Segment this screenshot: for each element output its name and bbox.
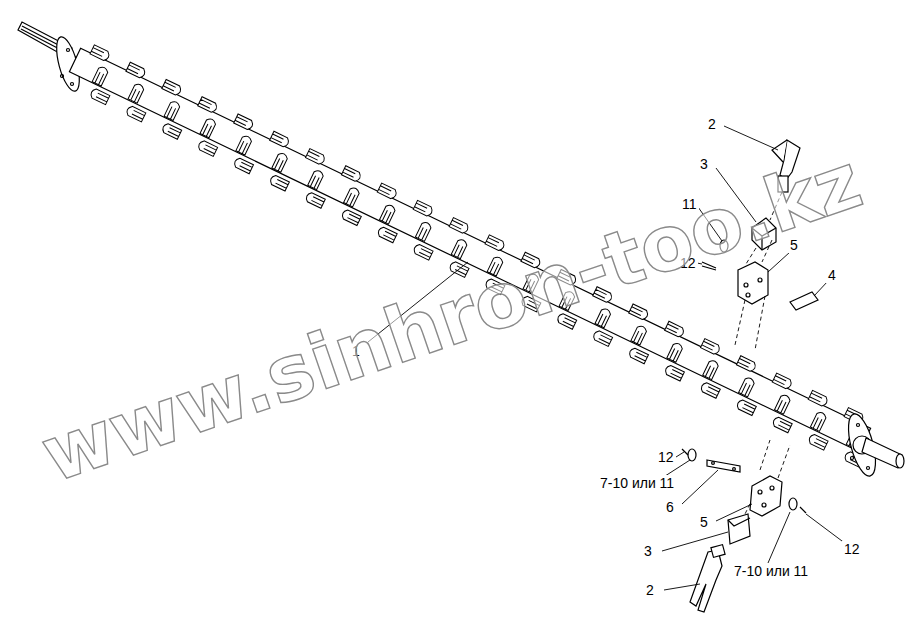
shaft-tooth bbox=[341, 209, 362, 226]
shaft-tooth bbox=[701, 339, 722, 356]
shaft-tooth bbox=[128, 83, 145, 104]
shaft-tooth bbox=[236, 134, 253, 155]
shaft-tooth bbox=[272, 152, 289, 173]
callout-number: 4 bbox=[826, 267, 838, 283]
shaft-tooth bbox=[772, 373, 793, 390]
shaft-tooth bbox=[125, 105, 146, 122]
shaft-tooth bbox=[161, 122, 182, 139]
callout-number: 5 bbox=[698, 514, 710, 530]
shaft-tooth bbox=[451, 238, 468, 259]
shaft-tooth bbox=[164, 100, 181, 121]
shaft-tooth bbox=[305, 191, 326, 208]
shaft-tooth bbox=[308, 169, 325, 190]
shaft-tooth bbox=[810, 411, 827, 432]
shaft-tooth bbox=[377, 226, 398, 243]
shaft-tooth bbox=[200, 117, 217, 138]
shaft-tooth bbox=[667, 342, 684, 363]
shaft-tooth bbox=[485, 235, 506, 252]
shaft-tooth bbox=[595, 307, 612, 328]
shaft-tooth bbox=[664, 364, 685, 381]
watermark: www.sinhron-too.kz bbox=[33, 142, 871, 494]
callout-number: 7-10 или 11 bbox=[598, 475, 676, 491]
shaft-tooth bbox=[772, 416, 793, 433]
shaft-tooth bbox=[162, 79, 183, 96]
shaft-tooth bbox=[197, 140, 218, 157]
shaft-tooth bbox=[306, 149, 327, 166]
shaft-tooth bbox=[377, 183, 398, 200]
shaft-tooth bbox=[700, 381, 721, 398]
callout-number: 3 bbox=[698, 156, 710, 172]
shaft-tooth bbox=[774, 394, 791, 415]
shaft-tooth bbox=[703, 359, 720, 380]
shaft-tooth bbox=[92, 65, 109, 86]
shaft-tooth bbox=[413, 243, 434, 260]
shaft-tooth bbox=[628, 347, 649, 364]
shaft-tooth bbox=[449, 218, 470, 235]
shaft-tooth bbox=[629, 304, 650, 321]
shaft-tooth bbox=[808, 433, 829, 450]
callout-number: 3 bbox=[642, 543, 654, 559]
shaft-tooth bbox=[415, 221, 432, 242]
shaft-tooth bbox=[379, 204, 396, 225]
shaft-tooth bbox=[269, 174, 290, 191]
shaft-tooth bbox=[592, 330, 613, 347]
shaft-tooth bbox=[736, 356, 757, 373]
callout-number: 12 bbox=[656, 449, 676, 465]
shaft-tooth bbox=[341, 166, 362, 183]
callout-number: 2 bbox=[706, 116, 718, 132]
shaft-tooth bbox=[89, 88, 110, 105]
callout-number: 7-10 или 11 bbox=[732, 563, 810, 579]
shaft-tooth bbox=[736, 399, 757, 416]
shaft-tooth bbox=[808, 390, 829, 407]
shaft-tooth bbox=[344, 186, 361, 207]
shaft-tooth bbox=[739, 376, 756, 397]
shaft-tooth bbox=[126, 62, 147, 79]
shaft-tooth bbox=[198, 97, 219, 114]
shaft-tooth bbox=[665, 321, 686, 338]
shaft-tooth bbox=[234, 114, 255, 131]
shaft-tooth bbox=[413, 200, 434, 217]
callout-number: 6 bbox=[664, 499, 676, 515]
shaft-tooth bbox=[90, 45, 111, 62]
shaft-tooth bbox=[631, 324, 648, 345]
shaft-tooth bbox=[233, 157, 254, 174]
callout-number: 12 bbox=[842, 541, 862, 557]
shaft-tooth bbox=[270, 131, 291, 148]
callout-number: 2 bbox=[644, 582, 656, 598]
